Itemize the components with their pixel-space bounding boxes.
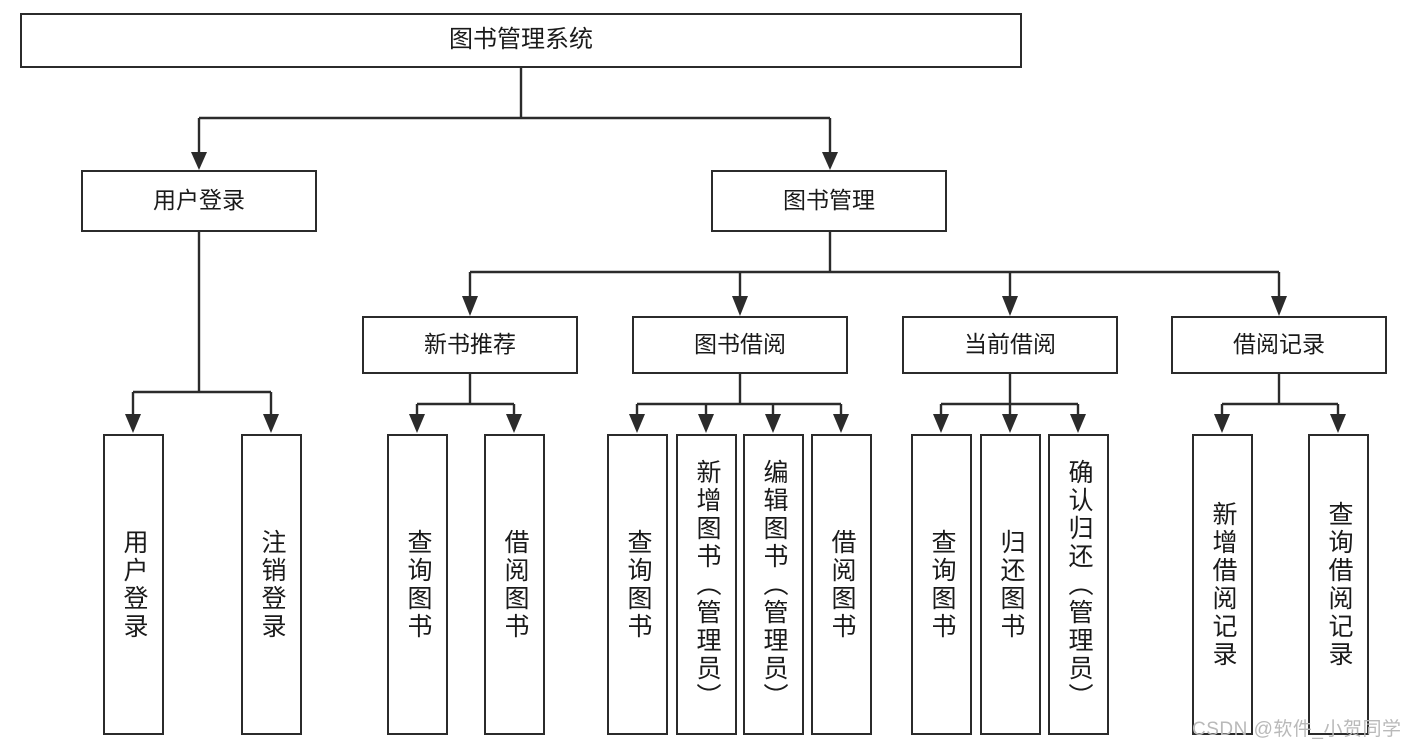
node-leaf-borrow-edit-book[interactable]: 编辑图书（管理员） <box>743 434 804 735</box>
arrowhead-borrow-leaf-2 <box>698 414 714 433</box>
node-label: 用户登录 <box>120 528 148 641</box>
arrowhead-leaf-logout <box>263 414 279 433</box>
arrowhead-book-mgmt <box>822 152 838 170</box>
arrowhead-recommend-leaf-1 <box>409 414 425 433</box>
node-label: 编辑图书（管理员） <box>760 458 788 711</box>
node-root-system[interactable]: 图书管理系统 <box>20 13 1022 68</box>
arrowhead-book-borrow <box>732 296 748 316</box>
node-label: 确认归还（管理员） <box>1065 458 1093 711</box>
arrowhead-borrow-record <box>1271 296 1287 316</box>
arrowhead-borrow-leaf-4 <box>833 414 849 433</box>
node-leaf-current-confirm-return[interactable]: 确认归还（管理员） <box>1048 434 1109 735</box>
node-label: 新增借阅记录 <box>1209 500 1237 669</box>
arrowhead-current-leaf-3 <box>1070 414 1086 433</box>
node-leaf-record-add[interactable]: 新增借阅记录 <box>1192 434 1253 735</box>
arrowhead-current-leaf-1 <box>933 414 949 433</box>
node-label: 借阅图书 <box>501 528 529 641</box>
node-label: 查询图书 <box>624 528 652 641</box>
arrowhead-borrow-leaf-1 <box>629 414 645 433</box>
node-label: 查询借阅记录 <box>1325 500 1353 669</box>
node-label: 借阅记录 <box>1233 331 1325 358</box>
node-label: 新增图书（管理员） <box>693 458 721 711</box>
node-leaf-recommend-query-book[interactable]: 查询图书 <box>387 434 448 735</box>
node-label: 新书推荐 <box>424 331 516 358</box>
node-book-management[interactable]: 图书管理 <box>711 170 947 232</box>
node-user-login[interactable]: 用户登录 <box>81 170 317 232</box>
node-label: 查询图书 <box>404 528 432 641</box>
node-label: 当前借阅 <box>964 331 1056 358</box>
node-borrow-record[interactable]: 借阅记录 <box>1171 316 1387 374</box>
node-label: 归还图书 <box>997 528 1025 641</box>
node-leaf-current-query-book[interactable]: 查询图书 <box>911 434 972 735</box>
arrowhead-recommend-leaf-2 <box>506 414 522 433</box>
node-label: 图书管理系统 <box>449 26 593 54</box>
node-label: 借阅图书 <box>828 528 856 641</box>
node-label: 图书借阅 <box>694 331 786 358</box>
node-leaf-recommend-borrow-book[interactable]: 借阅图书 <box>484 434 545 735</box>
node-label: 图书管理 <box>783 187 875 214</box>
arrowhead-borrow-leaf-3 <box>765 414 781 433</box>
node-label: 用户登录 <box>153 187 245 214</box>
arrowhead-record-leaf-1 <box>1214 414 1230 433</box>
arrowhead-record-leaf-2 <box>1330 414 1346 433</box>
node-book-borrow[interactable]: 图书借阅 <box>632 316 848 374</box>
node-current-borrow[interactable]: 当前借阅 <box>902 316 1118 374</box>
arrowhead-leaf-user-login <box>125 414 141 433</box>
node-leaf-logout[interactable]: 注销登录 <box>241 434 302 735</box>
arrowhead-new-book-recommend <box>462 296 478 316</box>
node-label: 查询图书 <box>928 528 956 641</box>
node-new-book-recommend[interactable]: 新书推荐 <box>362 316 578 374</box>
node-leaf-record-query[interactable]: 查询借阅记录 <box>1308 434 1369 735</box>
node-leaf-current-return-book[interactable]: 归还图书 <box>980 434 1041 735</box>
node-leaf-borrow-query-book[interactable]: 查询图书 <box>607 434 668 735</box>
node-leaf-user-login[interactable]: 用户登录 <box>103 434 164 735</box>
arrowhead-current-borrow <box>1002 296 1018 316</box>
node-label: 注销登录 <box>258 528 286 641</box>
arrowhead-current-leaf-2 <box>1002 414 1018 433</box>
arrowhead-user-login <box>191 152 207 170</box>
node-leaf-borrow-borrow-book[interactable]: 借阅图书 <box>811 434 872 735</box>
node-leaf-borrow-add-book[interactable]: 新增图书（管理员） <box>676 434 737 735</box>
